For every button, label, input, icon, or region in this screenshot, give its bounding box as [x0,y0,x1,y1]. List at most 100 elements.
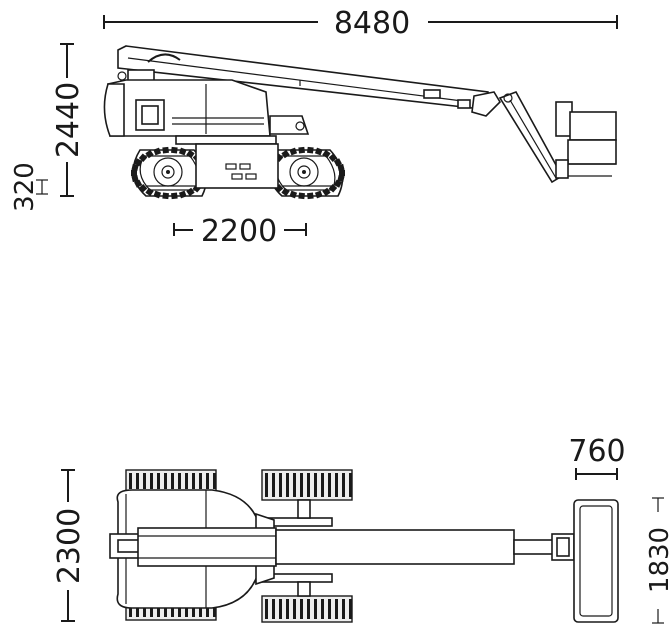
dim-platform-depth: 760 [568,434,626,480]
track-tread [178,473,181,489]
track-tread [293,599,296,619]
track-cleat [131,170,137,176]
track-cleat [328,184,338,193]
track-cleat [337,163,345,172]
track-cleat [337,174,345,183]
track-cleat [328,153,338,162]
track-tread [136,473,139,489]
track-tread [300,599,303,619]
telescopic-boom [117,45,502,117]
track-cleat [281,187,290,197]
top-track-rear-upper [125,469,217,493]
track-tread [279,599,282,619]
dim-platform-depth-label: 760 [568,434,625,469]
track-tread [286,599,289,619]
dim-wheelbase-label: 2200 [201,214,277,249]
track-tread [335,473,338,497]
track-tread [328,599,331,619]
jib-arm [498,91,564,184]
track-tread [300,473,303,497]
track-tread [206,473,209,489]
dim-ground-clearance: 320 [10,162,48,212]
track-cleat [131,174,139,183]
track-cleat [162,192,170,200]
dim-overall-width-label: 2300 [52,508,87,584]
track-tread [349,473,352,497]
track-cleat [339,170,345,176]
track-cleat [186,187,195,197]
top-track-front-lower [261,595,353,623]
track-tread [150,473,153,489]
dim-overall-length: 8480 [103,6,618,41]
track-tread [213,473,216,489]
track-cleat [289,190,298,199]
track-cleat [134,158,143,167]
track-cleat [298,146,306,154]
top-boom [109,527,575,567]
track-cleat [138,153,148,162]
track-cleat [314,190,323,199]
dim-overall-length-label: 8480 [334,6,410,41]
track-tread [342,599,345,619]
track-cleat [153,147,162,156]
track-tread [349,599,352,619]
track-cleat [138,184,148,193]
track-tread [307,599,310,619]
track-cleat [131,163,139,172]
side-platform [555,101,617,179]
track-cleat [314,147,323,156]
track-cleat [145,187,154,197]
track-tread [321,473,324,497]
track-cleat [289,147,298,156]
track-tread [157,473,160,489]
track-cleat [178,190,187,199]
track-cleat [306,146,314,154]
turret-body [103,79,310,145]
track-cleat [134,179,143,188]
track-tread [286,473,289,497]
dim-overall-width: 2300 [52,469,87,622]
track-tread [265,599,268,619]
track-cleat [281,149,290,159]
track-tread [314,473,317,497]
dim-platform-width: 1830 [645,497,671,624]
dim-stowed-height: 2440 [51,43,86,197]
track-tread [272,473,275,497]
dim-wheelbase: 2200 [173,214,307,249]
track-tread [342,473,345,497]
top-axle-frame [255,499,333,597]
track-cleat [153,190,162,199]
track-tread [321,599,324,619]
top-platform [573,499,619,623]
track-tread [192,473,195,489]
track-cleat [333,158,342,167]
track-cleat [162,146,170,154]
track-tread [272,599,275,619]
track-tread [293,473,296,497]
track-tread [199,473,202,489]
track-tread [185,473,188,489]
side-view: 8480 2440 320 2200 [10,6,618,249]
track-tread [164,473,167,489]
track-cleat [322,149,331,159]
chassis [195,143,279,189]
track-cleat [170,146,178,154]
track-tread [328,473,331,497]
track-cleat [322,187,331,197]
track-tread [171,473,174,489]
top-track-front-upper [261,469,353,501]
track-tread [143,473,146,489]
track-cleat [306,192,314,200]
track-cleat [333,179,342,188]
track-tread [265,473,268,497]
track-cleat [298,192,306,200]
track-cleat [186,149,195,159]
track-tread [307,473,310,497]
track-cleat [145,149,154,159]
track-cleat [178,147,187,156]
track-tread [129,473,132,489]
track-cleat [170,192,178,200]
top-view: 2300 760 1830 [52,434,671,624]
track-tread [279,473,282,497]
